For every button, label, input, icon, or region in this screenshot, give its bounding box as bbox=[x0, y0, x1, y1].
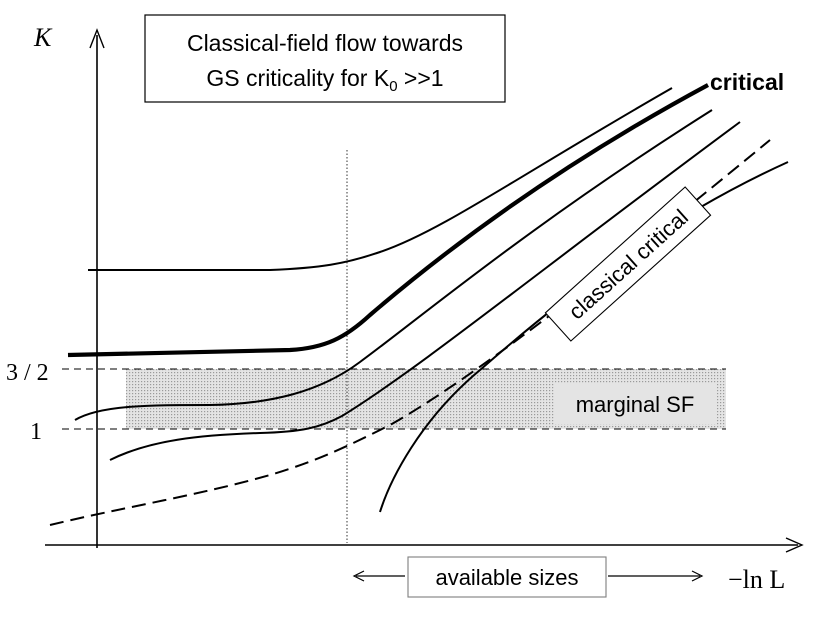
title-box bbox=[144, 14, 506, 103]
flow-curve-middle-lower bbox=[109, 121, 741, 461]
flow-curve-middle-upper bbox=[74, 109, 713, 421]
critical-label: critical bbox=[710, 69, 784, 95]
marginal-sf-label-bg bbox=[554, 384, 716, 424]
tick-label-three-halves: 3 / 2 bbox=[6, 360, 49, 386]
marginal-sf-label: marginal SF bbox=[576, 392, 695, 417]
title-line-2-subscript: 0 bbox=[389, 78, 397, 95]
x-axis-arrow-icon bbox=[785, 537, 804, 553]
flow-curve-top bbox=[88, 87, 673, 271]
title-line-2-prefix: GS criticality for K bbox=[206, 65, 389, 91]
classical-critical-label: classical critical bbox=[564, 204, 693, 324]
available-sizes-label: available sizes bbox=[435, 565, 578, 590]
right-arrow-icon bbox=[691, 570, 704, 582]
critical-curve bbox=[67, 83, 709, 358]
available-sizes-box bbox=[407, 556, 607, 598]
y-axis-arrow-icon bbox=[89, 28, 105, 49]
classical-critical-curve bbox=[49, 139, 771, 526]
left-arrow-icon bbox=[352, 570, 365, 582]
classical-critical-label-group: classical critical bbox=[544, 186, 712, 342]
y-axis-label: K bbox=[33, 23, 53, 52]
title-line-2-suffix: >>1 bbox=[398, 65, 444, 91]
classical-critical-box bbox=[544, 186, 712, 342]
title-line-1: Classical-field flow towards bbox=[187, 30, 463, 56]
x-axis-label: −ln L bbox=[728, 565, 785, 594]
tick-label-one: 1 bbox=[30, 419, 42, 445]
title-line-2: GS criticality for K0 >>1 bbox=[206, 65, 443, 95]
flow-curve-bottom bbox=[379, 161, 789, 513]
